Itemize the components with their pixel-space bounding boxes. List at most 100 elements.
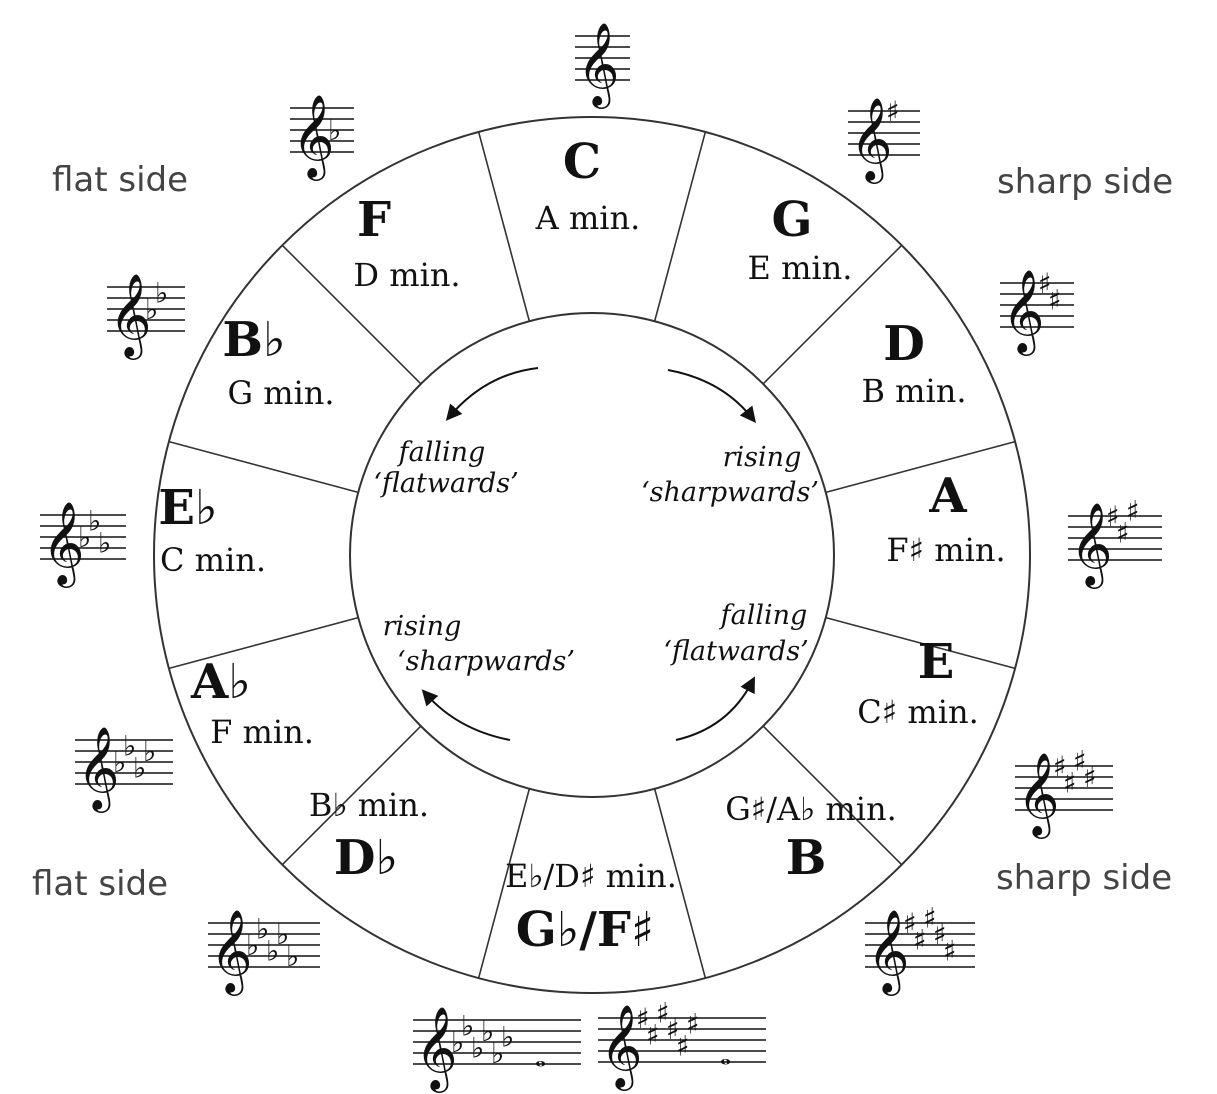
arrow-label-bottom-left-line1: rising	[383, 611, 462, 642]
flat-icon: ♭	[98, 527, 111, 560]
segment-d: D B min.	[861, 316, 966, 410]
sharp-icon: ♯	[656, 997, 670, 1030]
arrow-top-left	[445, 367, 539, 421]
flat-icon: ♭	[246, 929, 259, 962]
sharp-icon: ♯	[1073, 745, 1087, 778]
sharp-icon: ♯	[943, 935, 957, 968]
flat-icon: ♭	[256, 913, 269, 946]
flat-icon: ♭	[481, 1015, 494, 1048]
arrow-bottom-right	[675, 676, 755, 741]
segment-e: E C♯ min.	[857, 634, 979, 731]
treble-clef-icon: 𝄞	[42, 500, 85, 588]
treble-clef-icon: 𝄞	[1017, 751, 1060, 839]
sharp-icon: ♯	[1126, 495, 1140, 528]
sharp-icon: ♯	[1083, 761, 1097, 794]
key-signature-a: 𝄞♯♯♯	[1068, 495, 1162, 589]
sharp-icon: ♯	[903, 907, 917, 940]
segment-divider	[477, 788, 531, 979]
flat-side-label-bottom: flat side	[32, 864, 169, 904]
treble-clef-icon: 𝄞	[415, 1005, 458, 1093]
key-signature-b-flat: 𝄞♭♭	[107, 272, 185, 360]
treble-clef-icon: 𝄞	[850, 96, 893, 184]
flat-icon: ♭	[471, 1032, 484, 1065]
inner-ring	[349, 312, 835, 798]
segment-g-flat-f-sharp: E♭/D♯ min. G♭/F♯	[505, 857, 677, 958]
major-key-label: A	[928, 468, 967, 524]
segment-divider	[762, 244, 903, 385]
minor-key-label: F min.	[210, 713, 314, 751]
sharp-icon: ♯	[886, 95, 900, 128]
key-signature-b: 𝄞♯♯♯♯♯	[865, 902, 975, 996]
arrow-label-bottom-right-line1: falling	[719, 600, 808, 631]
major-key-label: B	[786, 830, 827, 886]
flat-icon: ♭	[286, 940, 299, 973]
segment-divider	[825, 440, 1016, 494]
key-signature-staves: 𝄞𝄞♯𝄞♯♯𝄞♯♯♯𝄞♯♯♯♯𝄞♯♯♯♯♯𝄞♯♯♯♯♯♯𝅝𝄞♭♭♭♭♭♭𝅝𝄞♭♭…	[40, 21, 1162, 1093]
treble-clef-icon: 𝄞	[77, 725, 120, 813]
segment-d-flat: B♭ min. D♭	[309, 786, 429, 886]
minor-key-label: C min.	[160, 541, 266, 579]
flat-icon: ♭	[123, 730, 136, 763]
treble-clef-icon: 𝄞	[600, 1003, 643, 1091]
key-signature-d-flat: 𝄞♭♭♭♭♭	[208, 908, 320, 996]
sharp-icon: ♯	[1116, 517, 1130, 550]
treble-clef-icon: 𝄞	[867, 908, 910, 996]
segment-e-flat: E♭ C min.	[158, 480, 266, 579]
sharp-icon: ♯	[1106, 500, 1120, 533]
treble-clef-icon: 𝄞	[109, 272, 152, 360]
sharp-icon: ♯	[923, 902, 937, 935]
sharp-icon: ♯	[666, 1013, 680, 1046]
arrow-label-bottom-left-line2: ‘sharpwards’	[397, 646, 575, 677]
sharp-icon: ♯	[1048, 284, 1062, 317]
segment-a-flat: A♭ F min.	[190, 654, 314, 751]
segment-divider	[477, 131, 531, 322]
segment-divider	[653, 131, 707, 322]
segment-divider	[653, 788, 707, 979]
flat-icon: ♭	[328, 114, 341, 147]
treble-clef-icon: 𝄞	[292, 93, 335, 181]
minor-key-label: A min.	[535, 199, 641, 237]
key-signature-f-sharp: 𝄞♯♯♯♯♯♯𝅝	[598, 997, 766, 1091]
treble-clef-icon: 𝄞	[1070, 501, 1113, 589]
key-signature-d: 𝄞♯♯	[1000, 267, 1074, 356]
major-key-label: D	[883, 316, 925, 372]
key-signature-g-flat: 𝄞♭♭♭♭♭♭𝅝	[413, 1005, 581, 1093]
segment-b-flat: B♭ G min.	[222, 312, 334, 412]
arrow-label-top-right-line1: rising	[723, 442, 802, 473]
segment-divider	[168, 616, 359, 670]
major-key-label: E	[918, 634, 955, 690]
outer-ring	[153, 116, 1031, 994]
segment-a: A F♯ min.	[886, 468, 1005, 569]
flat-icon: ♭	[461, 1010, 474, 1043]
arrow-top-right	[667, 369, 756, 424]
key-signature-e-flat: 𝄞♭♭♭	[40, 500, 126, 588]
sharp-icon: ♯	[636, 1002, 650, 1035]
segment-b: G♯/A♭ min. B	[725, 790, 897, 886]
segment-divider	[168, 440, 359, 494]
treble-clef-icon: 𝄞	[210, 908, 253, 996]
sharp-icon: ♯	[1053, 750, 1067, 783]
arrow-label-top-right-line2: ‘sharpwards’	[641, 477, 819, 508]
minor-key-label: B min.	[861, 372, 966, 410]
arrow-bottom-left	[421, 689, 511, 741]
key-signature-g: 𝄞♯	[848, 95, 920, 184]
key-signature-c: 𝄞	[575, 21, 630, 109]
major-key-label: G	[772, 192, 813, 248]
minor-key-label: F♯ min.	[886, 531, 1005, 569]
major-key-label: G♭/F♯	[516, 902, 654, 958]
segment-divider	[281, 244, 422, 385]
key-signature-f: 𝄞♭	[290, 93, 354, 181]
minor-key-label: E min.	[748, 249, 853, 287]
flat-icon: ♭	[501, 1021, 514, 1054]
major-key-label: C	[563, 134, 601, 190]
segment-f: F D min.	[353, 192, 460, 294]
flat-icon: ♭	[491, 1037, 504, 1070]
major-key-label: B♭	[222, 312, 285, 368]
whole-note-icon: 𝅝	[535, 1040, 546, 1073]
sharp-icon: ♯	[646, 1019, 660, 1052]
flat-icon: ♭	[88, 505, 101, 538]
treble-clef-icon: 𝄞	[1002, 268, 1045, 356]
flat-icon: ♭	[133, 752, 146, 785]
key-signature-e: 𝄞♯♯♯♯	[1015, 745, 1113, 839]
